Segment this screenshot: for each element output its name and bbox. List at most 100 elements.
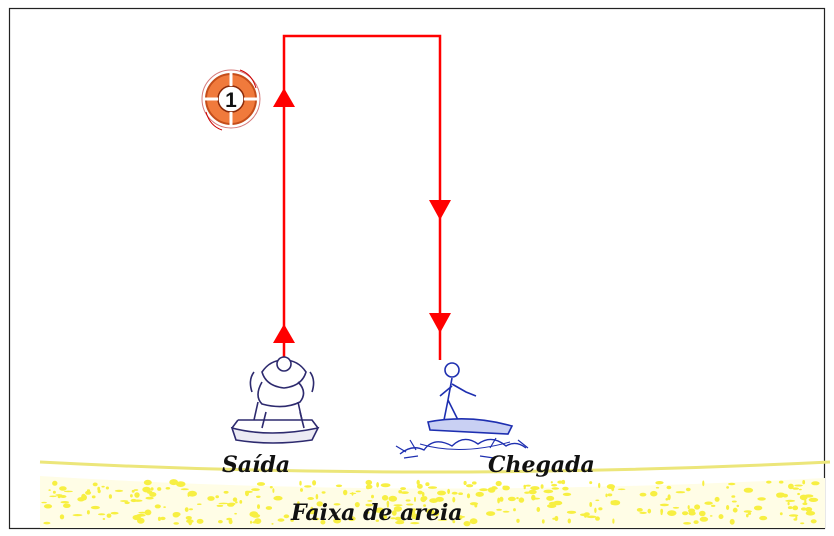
sand-speck: [411, 513, 419, 520]
sand-speck: [398, 490, 403, 494]
sand-speck: [636, 508, 643, 512]
sand-speck: [557, 480, 564, 484]
sand-speck: [108, 494, 112, 499]
sand-speck: [218, 520, 223, 524]
sand-speck: [666, 485, 672, 490]
sand-speck: [97, 489, 101, 494]
sand-speck: [347, 516, 356, 522]
sand-speck: [531, 497, 541, 500]
sand-speck: [709, 515, 713, 517]
sand-speck: [367, 500, 373, 502]
sand-speck: [234, 512, 238, 515]
sand-speck: [272, 488, 275, 493]
sand-speck: [694, 504, 701, 510]
sand-speck: [672, 506, 680, 509]
sand-speck: [386, 502, 389, 508]
sand-speck: [792, 487, 799, 490]
sand-speck: [410, 508, 417, 511]
sand-speck: [300, 488, 303, 492]
sand-speck: [502, 510, 510, 513]
sand-speck: [507, 496, 516, 502]
sand-speck: [540, 484, 544, 489]
sand-speck: [778, 480, 784, 484]
sand-speck: [63, 490, 73, 493]
sand-speck: [43, 504, 53, 509]
sand-speck: [163, 506, 167, 508]
sand-speck: [743, 487, 754, 493]
sand-speck: [595, 516, 600, 521]
sand-speck: [688, 508, 696, 514]
sand-speck: [388, 495, 398, 502]
sand-speck: [422, 496, 428, 501]
sand-speck: [655, 481, 664, 485]
sand-speck: [343, 489, 348, 496]
sand-speck: [499, 496, 504, 502]
sand-speck: [702, 480, 705, 487]
sand-speck: [101, 485, 105, 488]
sand-speck: [612, 518, 615, 524]
sand-speck: [530, 486, 540, 491]
sand-speck: [667, 510, 677, 516]
sand-speck: [375, 519, 379, 522]
jetski-rider-start-icon: [230, 356, 320, 444]
sand-speck: [743, 510, 752, 513]
sand-speck: [91, 495, 96, 499]
sand-speck: [333, 503, 341, 506]
sand-speck: [472, 481, 477, 485]
sand-speck: [566, 510, 577, 514]
sand-speck: [130, 498, 137, 503]
sand-speck: [685, 487, 691, 492]
sand-speck: [321, 491, 326, 494]
sand-speck: [466, 493, 471, 499]
sand-speck: [312, 480, 317, 486]
sand-speck: [495, 480, 502, 487]
sand-speck: [776, 493, 784, 498]
sand-speck: [364, 511, 370, 514]
sand-speck: [315, 493, 319, 500]
sand-speck: [405, 499, 411, 502]
sand-speck: [798, 488, 802, 491]
sand-speck: [86, 510, 90, 515]
arrow-down-upper: [429, 200, 451, 220]
sand-speck: [779, 512, 783, 516]
sand-speck: [372, 510, 381, 513]
sand-speck: [437, 490, 446, 496]
sand-speck: [432, 511, 440, 517]
sand-speck: [605, 493, 608, 498]
sand-speck: [52, 490, 56, 494]
sand-speck: [808, 497, 819, 502]
sand-speck: [541, 519, 545, 524]
sand-speck: [693, 520, 699, 524]
sand-speck: [316, 501, 323, 507]
sand-speck: [475, 491, 484, 497]
sand-speck: [196, 518, 204, 524]
sand-speck: [283, 514, 290, 519]
sand-speck: [250, 520, 252, 524]
sand-speck: [142, 486, 151, 493]
sand-speck: [271, 523, 274, 525]
sand-speck: [497, 497, 500, 504]
sand-speck: [59, 514, 65, 520]
sand-speck: [165, 487, 171, 490]
sand-speck: [800, 507, 807, 511]
sand-speck: [130, 494, 133, 498]
sand-speck: [146, 491, 155, 494]
sand-speck: [787, 506, 793, 510]
sand-speck: [297, 501, 300, 506]
sand-speck: [513, 508, 516, 512]
sand-speck: [805, 507, 813, 512]
sand-speck: [299, 480, 302, 486]
sand-speck: [726, 505, 730, 510]
sand-speck: [792, 505, 799, 511]
sand-speck: [639, 492, 647, 497]
sand-speck: [639, 511, 647, 514]
sand-speck: [463, 521, 471, 527]
sand-speck: [729, 518, 735, 525]
sand-speck: [144, 509, 152, 516]
sand-speck: [463, 480, 467, 486]
sand-speck: [458, 515, 463, 520]
sand-speck: [550, 481, 553, 484]
sand-speck: [72, 514, 83, 517]
sand-speck: [711, 504, 716, 507]
